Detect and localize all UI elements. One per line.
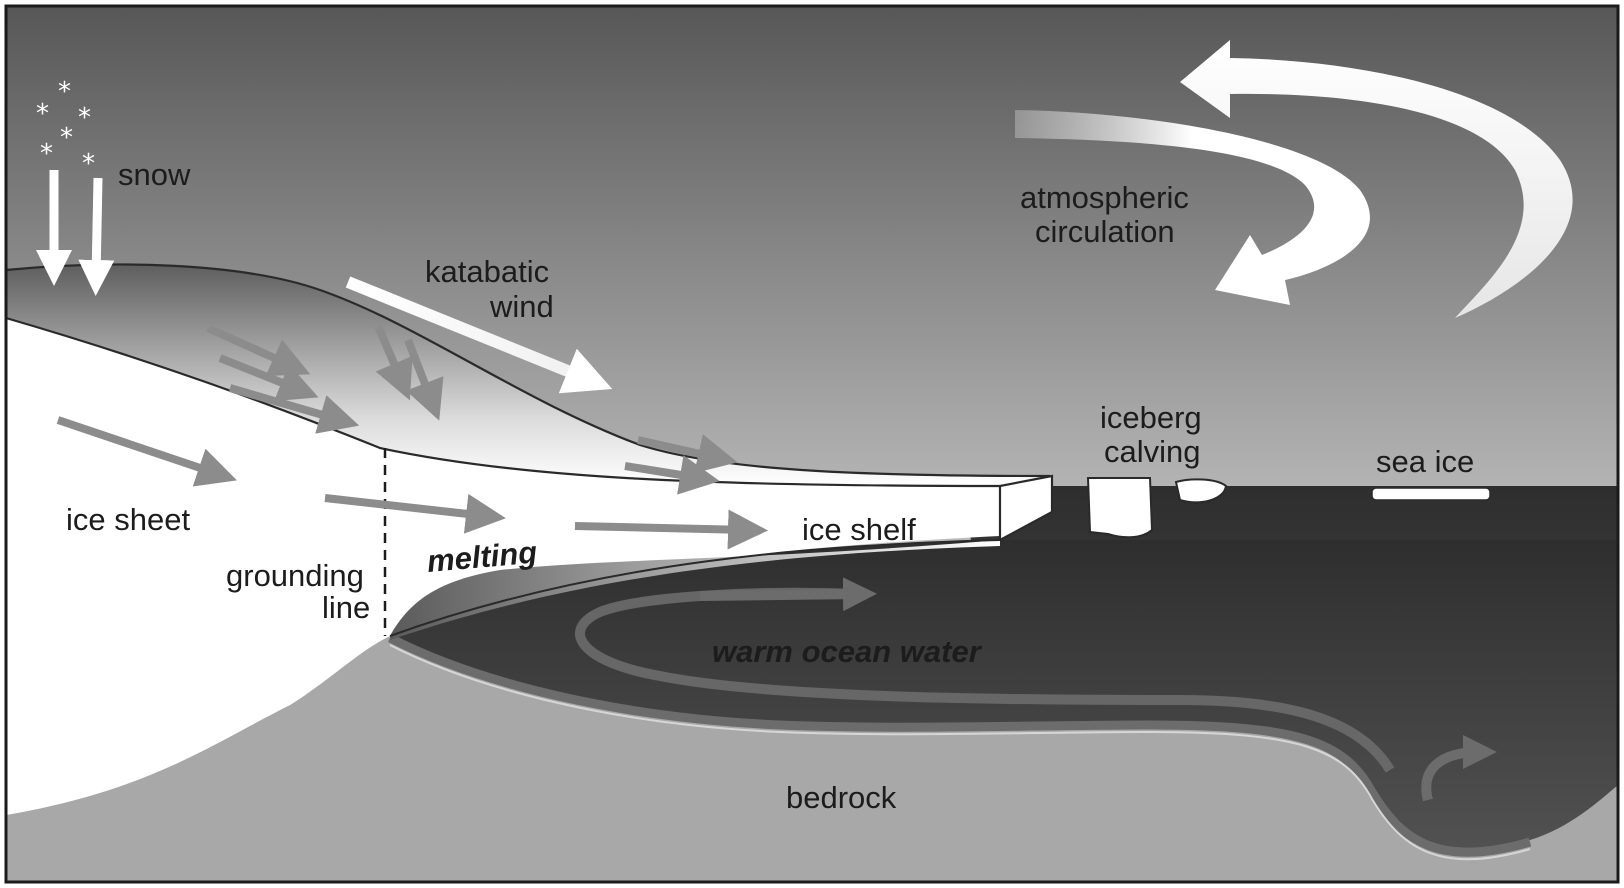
flow-arrow-icon — [228, 384, 360, 434]
warm-arrow-icon — [699, 577, 877, 612]
label-iceberg-line2: calving — [1104, 434, 1201, 469]
label-iceberg-line1: iceberg — [1100, 400, 1202, 435]
iceberg-small — [1174, 478, 1228, 504]
ice-surface-line — [5, 316, 1001, 488]
flow-arrow-icon — [624, 455, 720, 495]
snowflake-icon: * — [40, 139, 53, 169]
melting-zone — [390, 540, 1000, 640]
sea-ice-floe — [1371, 487, 1491, 501]
ice-sheet-body — [6, 318, 1000, 815]
snowflake-icon: * — [82, 149, 95, 179]
label-ice-sheet: ice sheet — [66, 502, 190, 537]
diagram-frame — [4, 4, 1620, 884]
ice-base-line — [389, 539, 1001, 637]
iceberg — [1086, 477, 1154, 539]
warm-current-edge — [389, 644, 1531, 861]
flow-arrow-icon — [56, 416, 237, 487]
snowflakes: * * * * * * — [36, 77, 95, 179]
snowflake-icon: * — [36, 99, 49, 129]
warm-loop-path — [575, 587, 1395, 773]
ice-top-line — [5, 263, 1051, 478]
snowflake-icon: * — [60, 123, 73, 153]
label-atmospheric-line1: atmospheric — [1020, 180, 1189, 215]
atmo-arrow-lower-icon — [1015, 110, 1370, 305]
label-sea-ice: sea ice — [1376, 444, 1474, 479]
flow-arrow-icon — [404, 338, 444, 421]
atmospheric-circulation-arrows — [1015, 40, 1573, 318]
flow-arrow-icon — [374, 324, 413, 401]
flow-arrow-icon — [206, 324, 311, 376]
label-katabatic-line2: wind — [489, 289, 554, 324]
label-snow: snow — [118, 157, 191, 192]
snowflake-icon: * — [78, 103, 91, 133]
flow-arrow-icon — [324, 493, 506, 534]
katabatic-wind-arrow-icon — [345, 276, 613, 394]
warm-current-band — [387, 633, 1532, 857]
snowfall-arrow-icon — [78, 177, 115, 296]
label-katabatic-line1: katabatic — [425, 254, 549, 289]
label-grounding-line1: grounding — [226, 558, 364, 593]
flow-arrow-icon — [218, 354, 319, 402]
upwelling-arrow-icon — [1421, 735, 1497, 802]
label-grounding-line2: line — [322, 590, 370, 625]
ice-dome — [6, 264, 1050, 486]
label-ice-shelf: ice shelf — [802, 512, 916, 547]
warm-water-circulation — [575, 577, 1497, 802]
ice-shelf-front — [998, 474, 1054, 542]
bedrock — [6, 636, 1618, 882]
atmo-arrow-upper-icon — [1180, 40, 1573, 318]
label-warm-ocean-water: warm ocean water — [712, 634, 983, 669]
flow-arrow-icon — [637, 434, 738, 474]
snowflake-icon: * — [58, 77, 71, 107]
flow-arrow-icon — [574, 509, 768, 550]
label-bedrock: bedrock — [786, 780, 897, 815]
ice-flow-arrows — [56, 324, 768, 550]
label-atmospheric-line2: circulation — [1035, 214, 1175, 249]
